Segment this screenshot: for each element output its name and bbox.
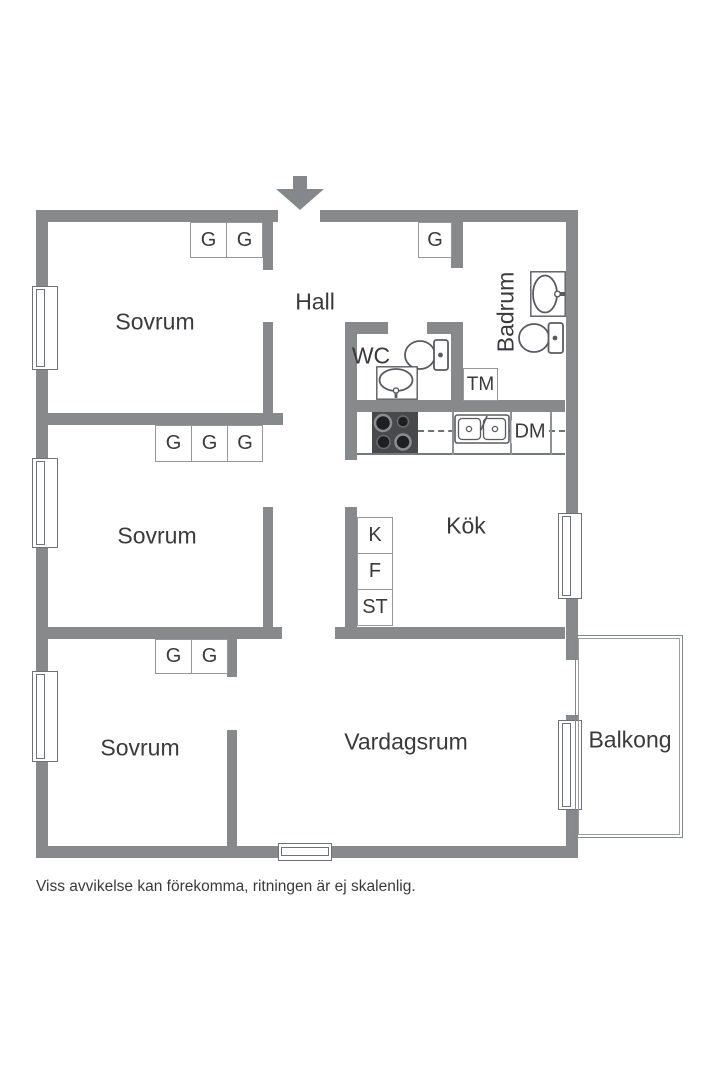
wardrobe-label: G	[236, 228, 253, 251]
cleaning-cabinet-box: ST	[357, 589, 393, 626]
wall-sovrum2-right	[263, 507, 273, 639]
wall-sovrum1-right-upper	[263, 210, 273, 270]
wardrobe-box: G	[418, 222, 452, 258]
disclaimer-text: Viss avvikelse kan förekomma, ritningen …	[36, 878, 416, 895]
room-label-sovrum-3: Sovrum	[100, 734, 180, 761]
wardrobe-box: G	[190, 222, 227, 258]
wall-outer-top-left	[36, 210, 278, 222]
wardrobe-box: G	[155, 425, 192, 462]
wardrobe-label: G	[201, 645, 218, 667]
wall-outer-top-right	[320, 210, 578, 222]
wardrobe-label: G	[165, 645, 182, 667]
wall-outer-right-1	[566, 210, 578, 515]
window-pane	[36, 674, 45, 759]
wc-toilet-icon	[404, 339, 449, 371]
freezer-box: F	[357, 553, 393, 590]
wall-sovrum2-sovrum3	[36, 627, 282, 639]
badrum-toilet-icon	[518, 322, 564, 354]
window-pane	[281, 847, 329, 856]
window-pane	[36, 461, 45, 545]
kitchen-sink-icon	[454, 414, 510, 444]
wall-outer-bottom-left	[36, 846, 280, 858]
wall-kok-vardagsrum	[335, 627, 565, 639]
wardrobe-label: G	[165, 432, 182, 454]
wardrobe-label: G	[237, 432, 253, 454]
room-label-badrum: Badrum	[492, 271, 519, 353]
wall-sovrum3-right-upper	[227, 639, 237, 677]
counter-divider	[550, 412, 552, 455]
fridge-label: K	[368, 524, 382, 546]
room-label-sovrum-2: Sovrum	[117, 522, 197, 549]
room-label-kok: Kök	[446, 512, 486, 539]
wardrobe-label: G	[200, 228, 217, 251]
stove-burners-icon	[373, 413, 412, 451]
wall-sovrum1-right-lower	[263, 322, 273, 413]
window-kok	[558, 513, 582, 599]
room-label-hall: Hall	[295, 288, 335, 315]
wall-sovrum3-vardagsrum	[227, 730, 237, 846]
dishwasher-label: DM	[511, 420, 549, 444]
window-pane	[562, 516, 571, 596]
wall-wc-top-left	[345, 322, 388, 334]
wall-outer-left-4	[36, 760, 48, 858]
wardrobe-box: G	[191, 425, 228, 462]
wall-hall-kok-lower	[345, 507, 357, 639]
wall-outer-left-1	[36, 210, 48, 288]
wall-outer-bottom-right	[330, 846, 578, 858]
washing-machine-label: TM	[466, 373, 495, 395]
room-label-wc: WC	[351, 342, 391, 369]
wardrobe-label: G	[201, 432, 218, 454]
balcony-outline-inner	[578, 638, 680, 835]
wall-outer-right-3	[566, 715, 578, 723]
wall-badrum-left-lower	[451, 322, 463, 412]
entry-arrow-icon	[276, 176, 324, 210]
wall-outer-left-3	[36, 546, 48, 673]
wc-washbasin-icon	[376, 366, 418, 400]
counter-divider	[452, 412, 454, 455]
fridge-box: K	[357, 517, 393, 554]
wardrobe-box: G	[227, 425, 263, 462]
badrum-washbasin-icon	[530, 271, 566, 317]
wall-sovrum1-sovrum2	[36, 413, 283, 425]
wall-badrum-left-upper	[451, 210, 463, 268]
wardrobe-box: G	[155, 639, 192, 674]
freezer-label: F	[368, 560, 382, 582]
window-pane	[36, 289, 45, 367]
cleaning-cabinet-label: ST	[362, 596, 388, 618]
wall-hall-kok-upper	[345, 322, 357, 460]
room-label-vardagsrum: Vardagsrum	[344, 728, 468, 755]
room-label-balkong: Balkong	[588, 726, 672, 753]
wardrobe-box: G	[226, 222, 263, 258]
window-sovrum3	[32, 671, 58, 762]
wardrobe-label: G	[427, 228, 443, 251]
washing-machine-box: TM	[463, 368, 498, 401]
wall-badrum-kok	[345, 400, 565, 412]
wardrobe-box: G	[191, 639, 228, 674]
window-sovrum1	[32, 286, 58, 370]
window-sovrum2	[32, 458, 58, 548]
room-label-sovrum-1: Sovrum	[115, 308, 195, 335]
balcony-outline	[575, 635, 683, 838]
counter-divider	[510, 412, 512, 455]
window-vardagsrum-bottom	[278, 843, 332, 861]
window-pane	[562, 723, 571, 807]
